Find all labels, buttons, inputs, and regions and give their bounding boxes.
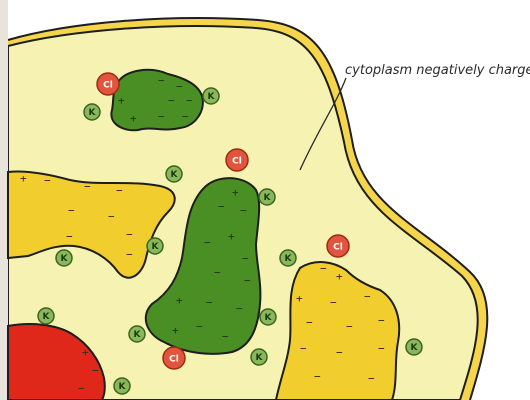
potassium-label: K — [171, 170, 179, 180]
potassium-ion: K — [147, 238, 163, 254]
plus-sign: + — [296, 292, 303, 305]
potassium-ion: K — [251, 349, 267, 365]
minus-sign: − — [330, 296, 337, 309]
minus-sign: − — [44, 174, 51, 187]
minus-sign: − — [214, 266, 221, 279]
minus-sign: − — [222, 330, 229, 343]
potassium-label: K — [208, 92, 216, 102]
chloride-label: Cl — [333, 243, 343, 253]
potassium-ion: K — [203, 88, 219, 104]
minus-sign: − — [244, 274, 251, 287]
plus-sign: + — [336, 270, 343, 283]
minus-sign: − — [196, 320, 203, 333]
chloride-ion: Cl — [97, 73, 119, 95]
minus-sign: − — [336, 346, 343, 359]
potassium-label: K — [256, 353, 264, 363]
annotation-label: cytoplasm negatively charged — [345, 63, 530, 78]
potassium-label: K — [61, 254, 69, 264]
chloride-label: Cl — [169, 355, 179, 365]
minus-sign: − — [364, 290, 371, 303]
minus-sign: − — [218, 200, 225, 213]
potassium-ion: K — [129, 326, 145, 342]
minus-sign: − — [346, 320, 353, 333]
minus-sign: − — [378, 314, 385, 327]
minus-sign: − — [206, 296, 213, 309]
potassium-label: K — [264, 193, 272, 203]
plus-sign: + — [228, 230, 235, 243]
minus-sign: − — [306, 316, 313, 329]
minus-sign: − — [378, 342, 385, 355]
minus-sign: − — [108, 210, 115, 223]
minus-sign: − — [314, 370, 321, 383]
minus-sign: − — [176, 80, 183, 93]
plus-sign: + — [118, 94, 125, 107]
minus-sign: − — [368, 372, 375, 385]
potassium-ion: K — [166, 166, 182, 182]
potassium-label: K — [411, 343, 419, 353]
minus-sign: − — [116, 184, 123, 197]
minus-sign: − — [168, 94, 175, 107]
minus-sign: − — [126, 248, 133, 261]
minus-sign: − — [300, 342, 307, 355]
minus-sign: − — [126, 228, 133, 241]
chloride-ion: Cl — [226, 149, 248, 171]
plus-sign: + — [82, 346, 89, 359]
potassium-ion: K — [114, 378, 130, 394]
potassium-ion: K — [56, 250, 72, 266]
chloride-label: Cl — [232, 157, 242, 167]
minus-sign: − — [182, 110, 189, 123]
potassium-label: K — [285, 254, 293, 264]
potassium-ion: K — [280, 250, 296, 266]
potassium-ion: K — [84, 104, 100, 120]
chloride-ion: Cl — [327, 235, 349, 257]
potassium-ion: K — [38, 308, 54, 324]
plus-sign: + — [172, 324, 179, 337]
plus-sign: + — [232, 186, 239, 199]
chloride-label: Cl — [103, 81, 113, 91]
potassium-label: K — [134, 330, 142, 340]
minus-sign: − — [84, 180, 91, 193]
minus-sign: − — [186, 94, 193, 107]
plus-sign: + — [176, 294, 183, 307]
minus-sign: − — [240, 204, 247, 217]
potassium-ion: K — [406, 339, 422, 355]
potassium-label: K — [89, 108, 97, 118]
potassium-label: K — [152, 242, 160, 252]
minus-sign: − — [78, 382, 85, 395]
plus-sign: + — [130, 112, 137, 125]
minus-sign: − — [158, 74, 165, 87]
minus-sign: − — [158, 110, 165, 123]
potassium-label: K — [119, 382, 127, 392]
potassium-label: K — [43, 312, 51, 322]
page-edge — [0, 0, 8, 400]
chloride-ion: Cl — [163, 347, 185, 369]
minus-sign: − — [320, 262, 327, 275]
minus-sign: − — [66, 230, 73, 243]
minus-sign: − — [68, 204, 75, 217]
minus-sign: − — [92, 364, 99, 377]
minus-sign: − — [236, 302, 243, 315]
potassium-ion: K — [260, 309, 276, 325]
plus-sign: + — [20, 172, 27, 185]
potassium-ion: K — [259, 189, 275, 205]
minus-sign: − — [204, 236, 211, 249]
potassium-label: K — [265, 313, 273, 323]
minus-sign: − — [242, 252, 249, 265]
